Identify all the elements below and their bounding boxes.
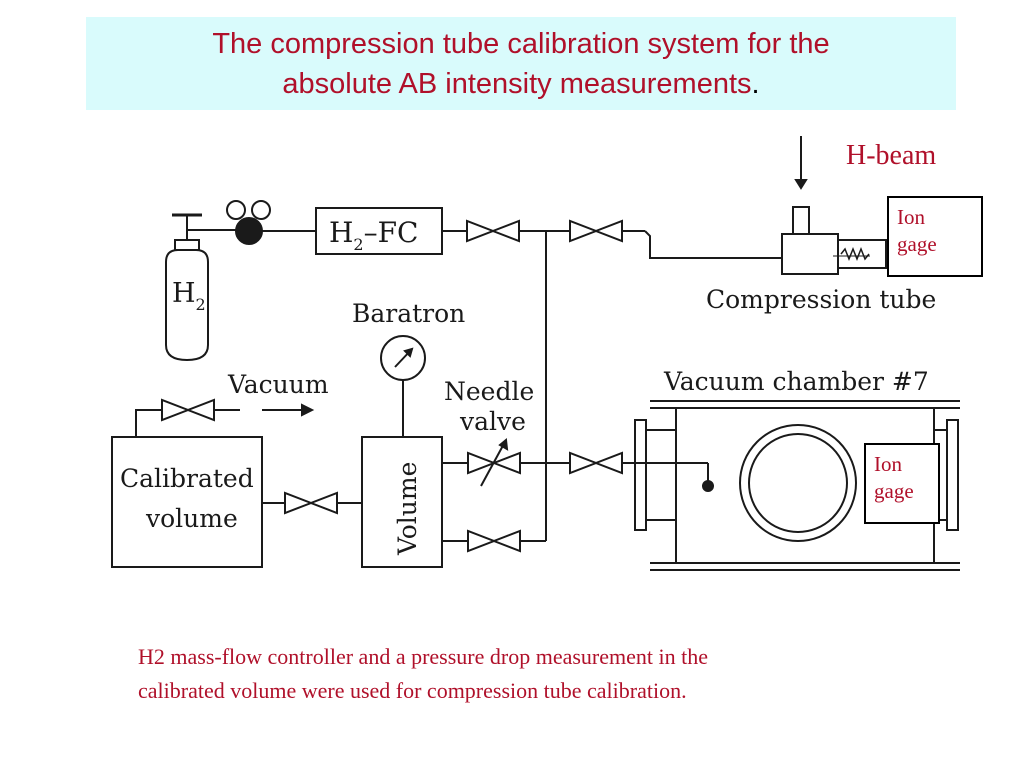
vacuum-arrow-head <box>301 403 315 417</box>
ion-gage-vacuum-chamber: Ion gage <box>864 443 940 524</box>
vacuum-label: Vacuum <box>227 370 329 399</box>
valve-vacuum-chamber <box>569 451 623 475</box>
needle-valve-label-line1: Needle <box>444 377 534 406</box>
valve-volume-lower <box>467 529 521 553</box>
compression-tube-assembly <box>781 206 887 275</box>
valve-fc-outlet <box>466 219 520 243</box>
h-beam-label: H-beam <box>846 140 937 171</box>
calibrated-volume-box <box>111 436 263 568</box>
vacuum-chamber <box>634 400 960 571</box>
title-line-1: The compression tube calibration system … <box>212 27 830 60</box>
title-line-2: absolute AB intensity measurements. <box>282 64 759 104</box>
caption-line-2: calibrated volume were used for compress… <box>138 678 687 703</box>
needle-valve <box>467 438 521 487</box>
h-beam-arrow-head <box>794 179 808 190</box>
title-line-2-text: absolute AB intensity measurements <box>282 67 752 100</box>
ion-gage-top-line1: Ion <box>897 205 925 229</box>
h2-cylinder-label: H2 <box>172 278 206 314</box>
baratron-gauge <box>380 335 426 437</box>
calibrated-volume-label-line1: Calibrated <box>120 464 254 493</box>
title-period: . <box>751 67 760 100</box>
ion-gage-compression-tube: Ion gage <box>887 196 983 277</box>
caption: H2 mass-flow controller and a pressure d… <box>138 640 898 708</box>
calibrated-volume-label-line2: volume <box>145 504 238 533</box>
valve-calibrated-volume <box>284 491 338 515</box>
ion-gage-top-line2: gage <box>897 232 937 256</box>
vacuum-chamber-label: Vacuum chamber #7 <box>663 367 929 396</box>
valve-compression-tube <box>569 219 623 243</box>
volume-label: Volume <box>393 462 422 556</box>
flow-controller-label: H2–FC <box>329 216 418 254</box>
pressure-regulator <box>226 200 316 245</box>
valve-vacuum <box>161 398 215 422</box>
vacuum-line <box>135 409 162 437</box>
diagram-lines <box>111 136 960 571</box>
compression-tube-label: Compression tube <box>706 285 936 314</box>
title-banner: The compression tube calibration system … <box>86 17 956 110</box>
ion-gage-bottom-line2: gage <box>874 479 914 503</box>
needle-valve-label-line2: valve <box>459 407 526 436</box>
h2-cylinder <box>165 213 242 362</box>
caption-line-1: H2 mass-flow controller and a pressure d… <box>138 644 708 669</box>
baratron-label: Baratron <box>352 299 465 328</box>
gage-probe-dot <box>702 480 714 492</box>
ion-gage-bottom-line1: Ion <box>874 452 902 476</box>
